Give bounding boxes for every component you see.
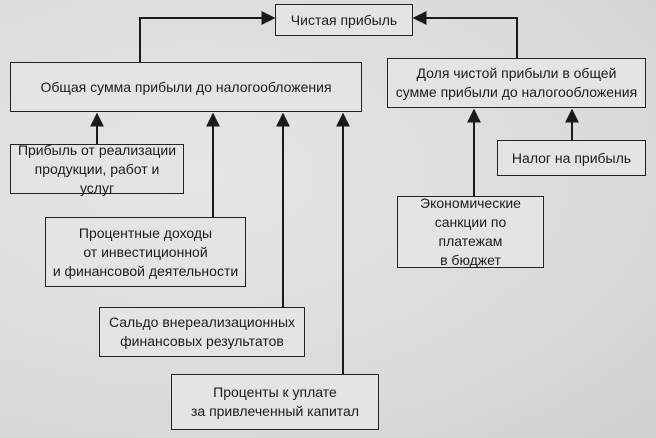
node-total-pretax-profit: Общая сумма прибыли до налогообложения xyxy=(10,62,362,112)
node-non-operating-balance: Сальдо внереализационных финансовых резу… xyxy=(99,307,305,357)
node-net-profit: Чистая прибыль xyxy=(275,4,413,36)
node-profit-tax: Налог на прибыль xyxy=(497,140,646,176)
arrow-net-share-to-net-profit xyxy=(412,11,518,58)
node-interest-payable: Проценты к уплате за привлеченный капита… xyxy=(171,374,379,430)
node-sales-profit: Прибыль от реализации продукции, работ и… xyxy=(10,142,184,196)
node-net-profit-share: Доля чистой прибыли в общей сумме прибыл… xyxy=(387,58,646,108)
node-interest-income: Процентные доходы от инвестиционной и фи… xyxy=(45,217,246,287)
arrow-total-to-net-profit xyxy=(139,11,276,62)
node-economic-sanctions: Экономические санкции по платежам в бюдж… xyxy=(397,195,544,268)
